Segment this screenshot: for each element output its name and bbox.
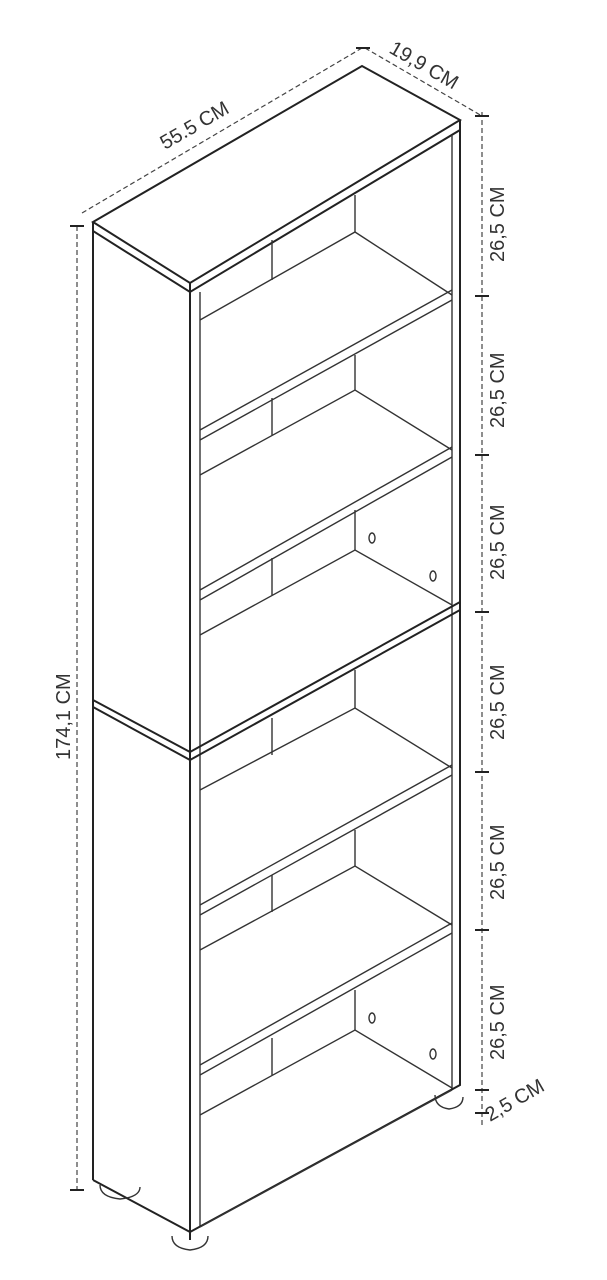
shelves	[199, 195, 453, 1116]
shelf-spacing-label-5: 26,5 CM	[487, 824, 509, 900]
shelf-spacing-label-3: 26,5 CM	[487, 504, 509, 580]
dimension-lines	[70, 47, 489, 1191]
width-label: 55.5 CM	[157, 97, 233, 154]
shelf-spacing-label-2: 26,5 CM	[487, 352, 509, 428]
height-label: 174,1 CM	[53, 673, 75, 760]
shelf-spacing-label-6: 26,5 CM	[487, 984, 509, 1060]
shelf-spacing-label-4: 26,5 CM	[487, 664, 509, 740]
dimension-labels: 55.5 CM 19,9 CM 174,1 CM 26,5 CM 26,5 CM…	[53, 37, 548, 1126]
shelf-spacing-label-1: 26,5 CM	[487, 186, 509, 262]
base-height-label: 2,5 CM	[482, 1075, 549, 1126]
bookshelf-outline	[91, 64, 464, 1251]
